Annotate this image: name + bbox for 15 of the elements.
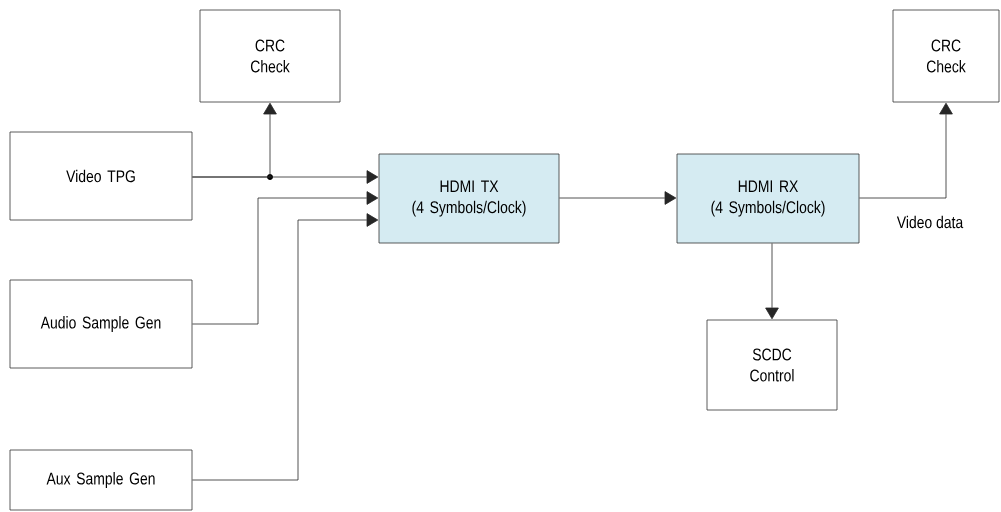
arrow bbox=[192, 213, 379, 481]
arrow bbox=[559, 191, 677, 205]
process-box: HDMI RX (4 Symbols/Clock) bbox=[676, 153, 860, 244]
arrow bbox=[192, 191, 379, 325]
arrow bbox=[192, 170, 379, 184]
process-box: CRC Check bbox=[892, 9, 1000, 103]
arrow bbox=[859, 102, 953, 199]
process-box: Aux Sample Gen bbox=[9, 449, 193, 511]
process-box: SCDC Control bbox=[706, 319, 838, 411]
process-box: CRC Check bbox=[199, 9, 341, 103]
arrow bbox=[765, 243, 779, 320]
process-box: Audio Sample Gen bbox=[9, 279, 193, 369]
process-box: Video TPG bbox=[9, 131, 193, 221]
edge-label: Video data bbox=[895, 214, 965, 230]
process-box: HDMI TX (4 Symbols/Clock) bbox=[378, 153, 560, 244]
